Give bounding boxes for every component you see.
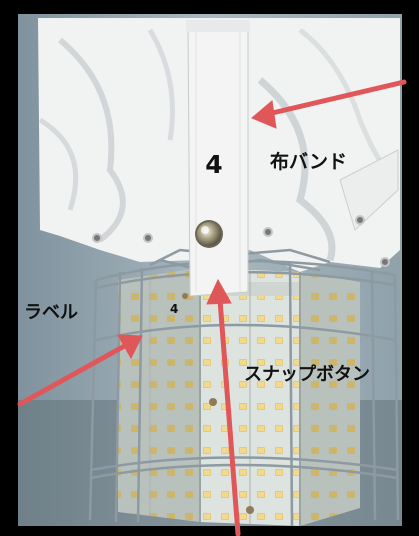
annotation-arrows bbox=[17, 79, 407, 536]
cloth-band-annotation: 布バンド bbox=[270, 151, 347, 173]
snap-button-annotation: スナップボタン bbox=[244, 364, 370, 385]
led-panels bbox=[118, 268, 360, 526]
label-annotation: ラベル bbox=[24, 302, 78, 323]
snap-button bbox=[195, 220, 223, 248]
panel-number-marking: 4 bbox=[170, 302, 179, 316]
strap-number-marking: 4 bbox=[205, 150, 223, 179]
